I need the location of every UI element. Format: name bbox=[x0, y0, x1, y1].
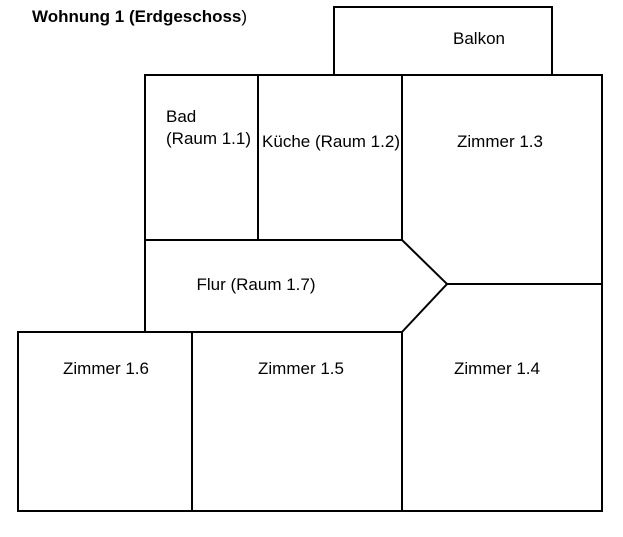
room-label-bad-line1: Bad bbox=[166, 107, 197, 126]
room-label-kueche: Küche (Raum 1.2) bbox=[262, 132, 400, 151]
room-label-bad-line2: (Raum 1.1) bbox=[166, 129, 252, 148]
page-title-suffix: ) bbox=[241, 7, 248, 26]
wall-flur-diagonal-lower bbox=[400, 282, 449, 334]
room-label-balkon: Balkon bbox=[453, 29, 505, 48]
wall-balkon-outline bbox=[333, 6, 553, 76]
page-title: Wohnung 1 (Erdgeschoss) bbox=[32, 7, 247, 27]
room-label-zimmer-1-5: Zimmer 1.5 bbox=[258, 359, 344, 378]
room-label-zimmer-1-4: Zimmer 1.4 bbox=[454, 359, 540, 378]
room-label-zimmer-1-6: Zimmer 1.6 bbox=[63, 359, 149, 378]
room-label-zimmer-1-3: Zimmer 1.3 bbox=[457, 132, 543, 151]
room-label-flur: Flur (Raum 1.7) bbox=[196, 275, 316, 294]
room-label-bad: Bad (Raum 1.1) bbox=[166, 106, 251, 150]
wall-flur-diagonal-upper bbox=[400, 238, 449, 286]
page-title-main: Wohnung 1 (Erdgeschoss bbox=[32, 7, 242, 26]
wall-lines bbox=[17, 6, 603, 512]
